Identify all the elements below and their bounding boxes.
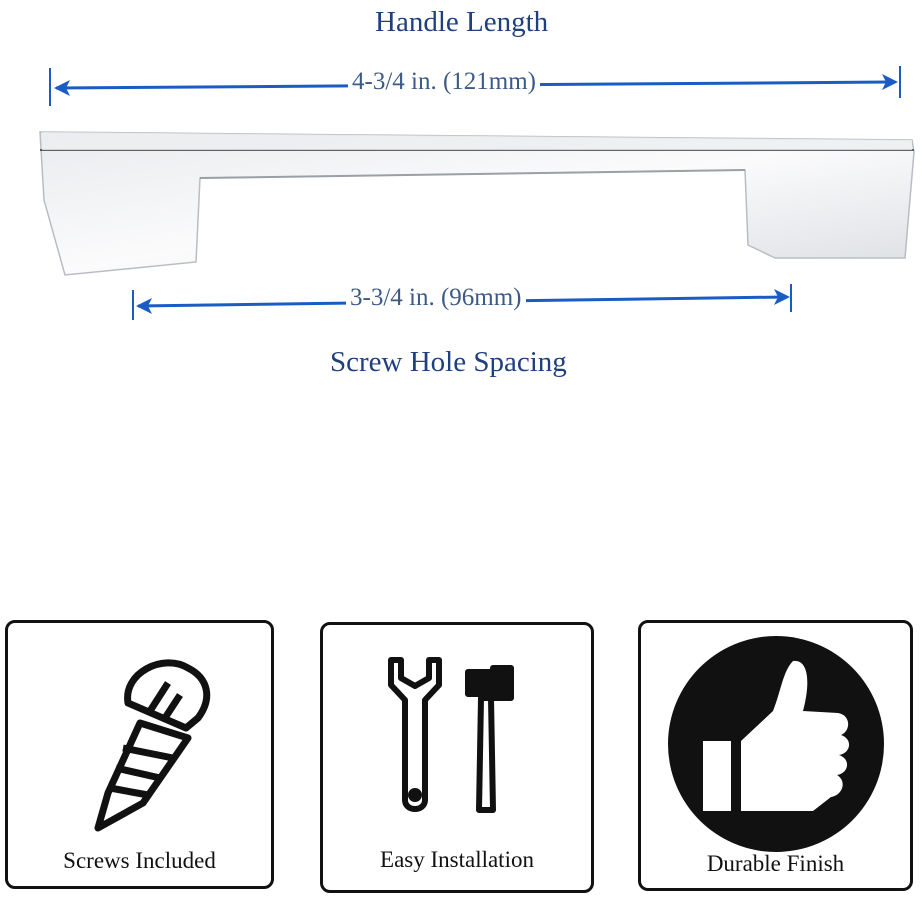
feature-label: Screws Included <box>63 848 216 873</box>
handle-length-title: Handle Length <box>375 6 549 38</box>
feature-finish: Durable Finish <box>638 620 913 891</box>
feature-label: Easy Installation <box>380 847 534 872</box>
feature-label: Durable Finish <box>706 851 845 876</box>
feature-screws: Screws Included <box>5 620 274 889</box>
feature-installation: Easy Installation <box>320 622 594 893</box>
dimension-diagram <box>39 66 915 320</box>
handle-image <box>39 131 915 276</box>
screw-spacing-title: Screw Hole Spacing <box>330 346 567 378</box>
screw-icon <box>94 659 211 832</box>
wrench-hammer-icon <box>388 657 514 813</box>
handle-length-value: 4-3/4 in. (121mm) <box>348 68 541 96</box>
thumbs-up-icon <box>668 636 884 852</box>
screw-spacing-value: 3-3/4 in. (96mm) <box>346 284 526 312</box>
